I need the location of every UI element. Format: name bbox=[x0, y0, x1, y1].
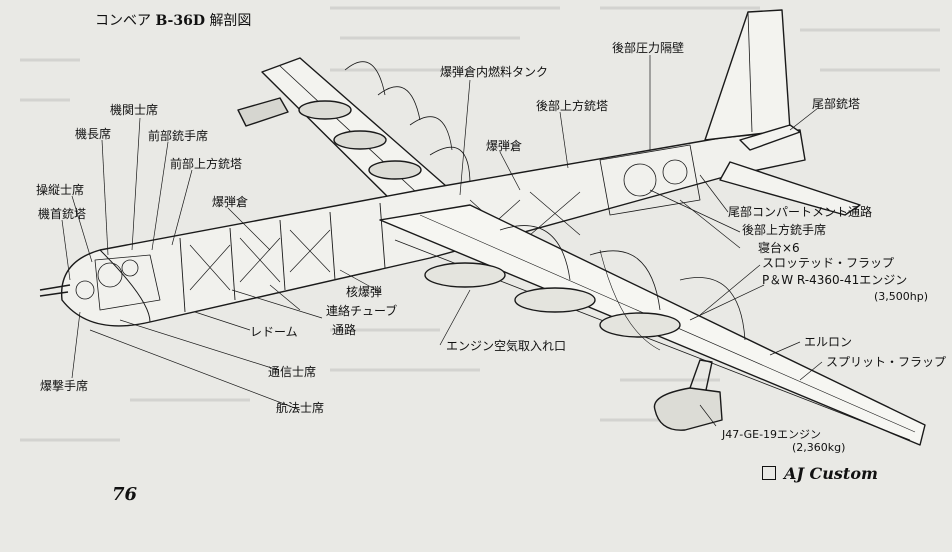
label-kobu-jushu: 後部上方銃手席 bbox=[742, 223, 827, 237]
label-jet-thrust: (2,360kg) bbox=[792, 441, 846, 454]
checkbox-square-icon bbox=[762, 466, 776, 480]
label-tsuro: 通路 bbox=[332, 323, 357, 337]
label-zenbu-jushu: 前部銃手席 bbox=[148, 129, 209, 143]
label-bakudan-so: 爆弾倉 bbox=[212, 195, 249, 209]
label-tsushin: 通信士席 bbox=[268, 365, 317, 379]
horizontal-tail bbox=[719, 161, 861, 216]
label-shindai: 寝台×6 bbox=[758, 241, 800, 255]
credit-text: AJ Custom bbox=[784, 464, 878, 483]
vertical-tail bbox=[704, 9, 791, 141]
label-renraku-tube: 連絡チューブ bbox=[326, 304, 398, 318]
label-kaku-bakudan: 核爆弾 bbox=[346, 285, 383, 299]
label-zenbu-joho: 前部上方銃塔 bbox=[170, 157, 243, 171]
label-aileron: エルロン bbox=[804, 335, 853, 349]
label-bakugeki: 爆撃手席 bbox=[40, 379, 89, 393]
label-pw-engine: P＆W R-4360-41エンジン bbox=[762, 273, 908, 287]
label-kobu-atsuryoku: 後部圧力隔壁 bbox=[612, 41, 685, 55]
label-radome: レドーム bbox=[250, 325, 298, 339]
label-kishu: 機首銃塔 bbox=[38, 207, 87, 221]
label-pw-power: (3,500hp) bbox=[874, 290, 929, 303]
page-title: コンベア B-36D 解剖図 bbox=[95, 13, 252, 29]
label-kobu-joho: 後部上方銃塔 bbox=[536, 99, 609, 113]
label-slotted-flap: スロッテッド・フラップ bbox=[762, 256, 895, 270]
page-number: 76 bbox=[112, 484, 138, 505]
label-jet-engine: J47-GE-19エンジン bbox=[722, 428, 822, 441]
label-bido: 尾部銃塔 bbox=[812, 97, 861, 111]
label-engine-intake: エンジン空気取入れ口 bbox=[446, 339, 567, 353]
label-soju: 操縦士席 bbox=[36, 183, 85, 197]
label-bakudan-tank: 爆弾倉内燃料タンク bbox=[440, 65, 549, 79]
label-split-flap: スプリット・フラップ bbox=[826, 355, 947, 369]
label-bido-tsuro: 尾部コンパートメント通路 bbox=[728, 205, 873, 219]
credit-mark: AJ Custom bbox=[762, 464, 878, 483]
label-kikanshi: 機関士席 bbox=[110, 103, 159, 117]
label-bakudan-so-2: 爆弾倉 bbox=[486, 139, 523, 153]
label-kicho: 機長席 bbox=[75, 127, 112, 141]
label-kohou: 航法士席 bbox=[276, 401, 325, 415]
